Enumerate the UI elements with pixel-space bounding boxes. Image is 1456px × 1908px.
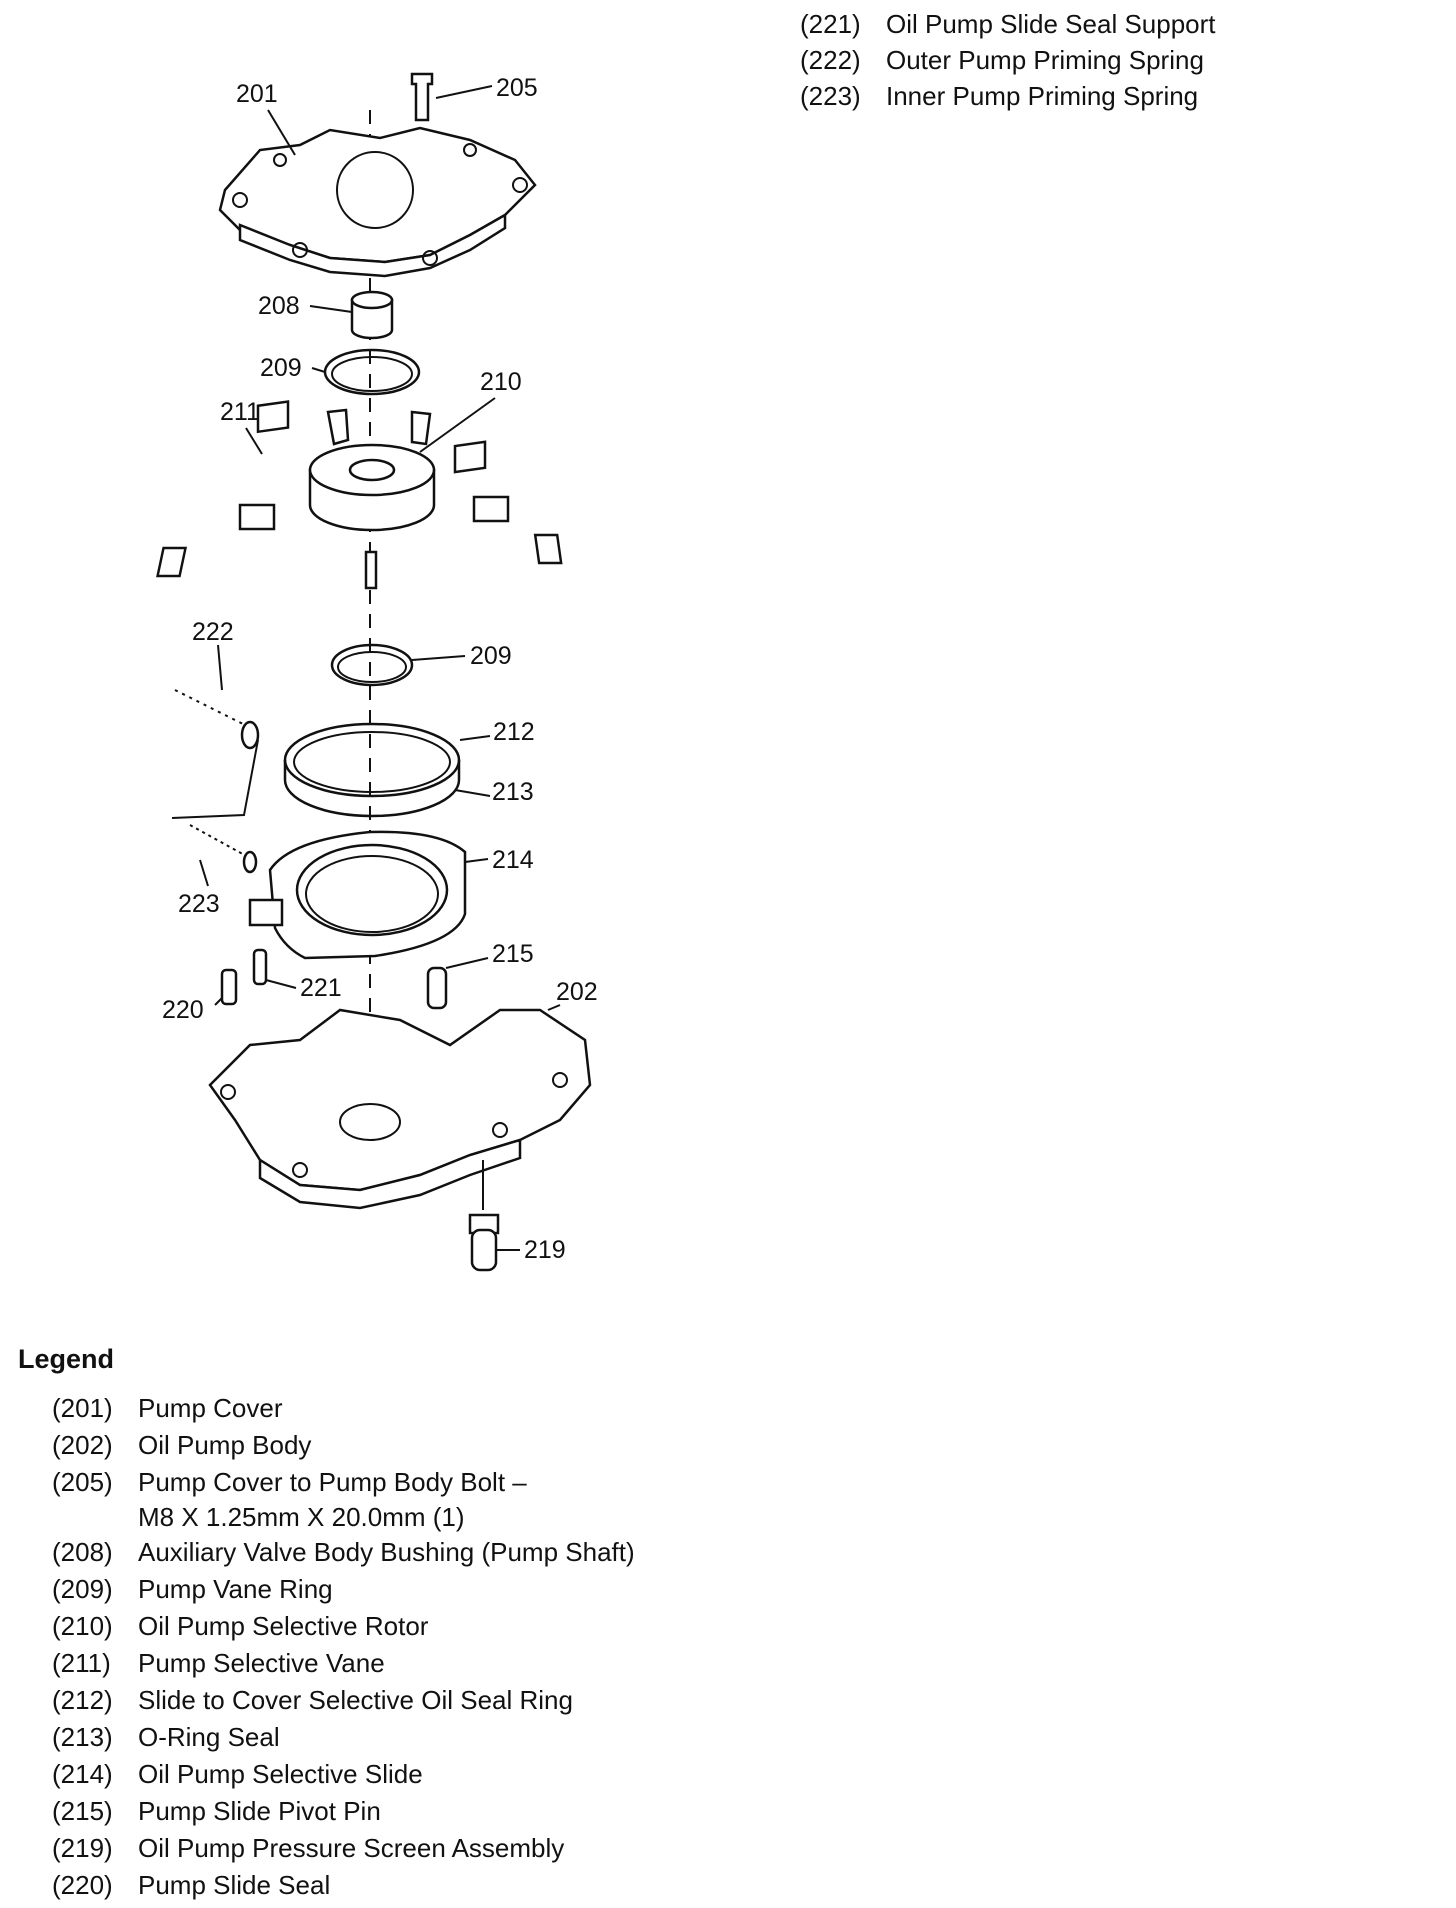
callout-215: 215 <box>492 940 534 968</box>
legend-item: (205)Pump Cover to Pump Body Bolt –M8 X … <box>52 1467 527 1532</box>
legend-item: (211)Pump Selective Vane <box>52 1648 385 1678</box>
oil-pump-body <box>208 1008 592 1210</box>
callout-210: 210 <box>480 368 522 396</box>
legend-item: (215)Pump Slide Pivot Pin <box>52 1796 381 1826</box>
legend-item: (223)Inner Pump Priming Spring <box>800 81 1199 111</box>
legend-item: (210)Oil Pump Selective Rotor <box>52 1611 429 1641</box>
callout-219: 219 <box>524 1236 566 1264</box>
slide-pivot-pin <box>426 966 448 1010</box>
pump-vane-ring-upper-inner <box>331 356 413 392</box>
legend-item: (220)Pump Slide Seal <box>52 1870 331 1900</box>
legend-item: (222)Outer Pump Priming Spring <box>800 45 1204 75</box>
exploded-pump-diagram: 201 205 208 209 210 211 222 209 212 213 … <box>156 72 598 1272</box>
callout-205: 205 <box>496 74 538 102</box>
pump-vane-ring-lower <box>330 643 414 687</box>
callout-220: 220 <box>162 996 204 1024</box>
outer-priming-spring <box>171 689 260 819</box>
legend-item: (219)Oil Pump Pressure Screen Assembly <box>52 1833 565 1863</box>
callout-221: 221 <box>300 974 342 1002</box>
oil-seal-ring <box>283 722 461 818</box>
callout-208: 208 <box>258 292 300 320</box>
callout-223: 223 <box>178 890 220 918</box>
legend-item: (201)Pump Cover <box>52 1393 283 1423</box>
callout-213: 213 <box>492 778 534 806</box>
valve-body-bushing <box>350 290 394 340</box>
legend-item: (209)Pump Vane Ring <box>52 1574 333 1604</box>
callout-222: 222 <box>192 618 234 646</box>
pump-slide-seal <box>220 968 238 1006</box>
legend-item: (221)Oil Pump Slide Seal Support <box>800 9 1216 39</box>
legend-item: (202)Oil Pump Body <box>52 1430 312 1460</box>
selective-rotor <box>308 443 436 532</box>
leader-lines <box>199 85 561 1251</box>
inner-priming-spring <box>189 824 258 874</box>
selective-vanes <box>156 400 563 590</box>
legend-item: (208)Auxiliary Valve Body Bushing (Pump … <box>52 1537 635 1567</box>
callout-211: 211 <box>220 398 260 426</box>
selective-slide <box>248 830 467 960</box>
callout-214: 214 <box>492 846 534 874</box>
legend-item: (213)O-Ring Seal <box>52 1722 280 1752</box>
callout-209: 209 <box>260 354 302 382</box>
legend-title: Legend <box>18 1344 115 1374</box>
pump-cover <box>218 126 537 278</box>
legend-item: (214)Oil Pump Selective Slide <box>52 1759 423 1789</box>
slide-seal-support <box>252 948 268 986</box>
legend-item: (212)Slide to Cover Selective Oil Seal R… <box>52 1685 573 1715</box>
callout-209: 209 <box>470 642 512 670</box>
pressure-screen-assembly <box>468 1160 500 1272</box>
callout-212: 212 <box>493 718 535 746</box>
legend-list: (201)Pump Cover (202)Oil Pump Body (205)… <box>52 1390 635 1904</box>
legend-continued: (221)Oil Pump Slide Seal Support (222)Ou… <box>800 6 1216 114</box>
callout-201: 201 <box>236 80 278 108</box>
pump-cover-bolt <box>410 72 434 122</box>
pump-vane-ring-lower-inner <box>337 651 407 683</box>
callout-202: 202 <box>556 978 598 1006</box>
